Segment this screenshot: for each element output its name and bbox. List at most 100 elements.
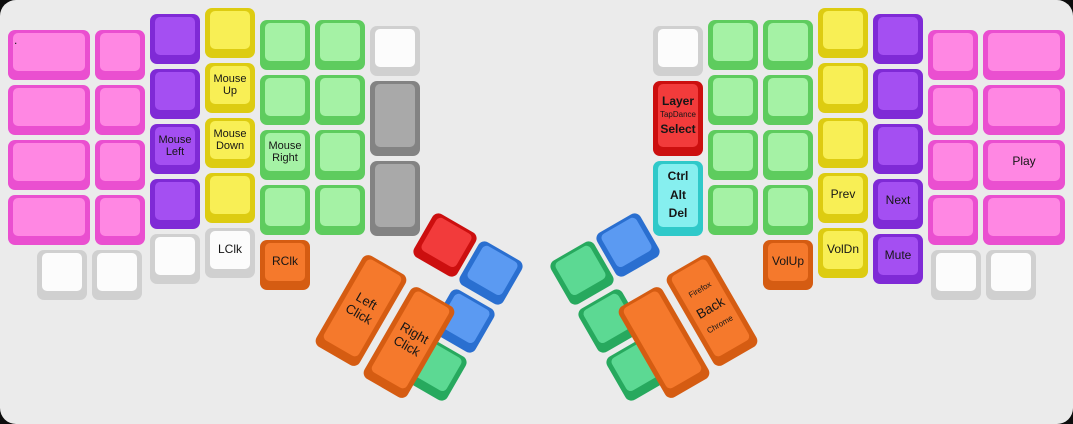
- key-left-pinky1-row1[interactable]: .: [8, 30, 90, 80]
- key-left-edge-top[interactable]: [370, 26, 420, 76]
- keycap-face: [988, 198, 1060, 236]
- key-right-edge-top[interactable]: [653, 26, 703, 76]
- key-left-inner-row1[interactable]: [315, 20, 365, 70]
- key-left-ring-row4[interactable]: [150, 179, 200, 229]
- key-right-inner-row4[interactable]: [708, 185, 758, 235]
- key-right-inner-row2[interactable]: [708, 75, 758, 125]
- key-label: Del: [668, 206, 688, 221]
- keycap-face: [100, 88, 140, 126]
- key-right-index-row3[interactable]: [763, 130, 813, 180]
- keycap-face: [100, 198, 140, 236]
- key-right-pinky1-row2[interactable]: [983, 85, 1065, 135]
- key-label: Mute: [884, 248, 912, 263]
- key-right-pinky2-row3[interactable]: [928, 140, 978, 190]
- key-right-pinky1-row4[interactable]: [983, 195, 1065, 245]
- key-label: Chrome: [705, 313, 735, 336]
- key-right-middle-row1[interactable]: [818, 8, 868, 58]
- keycap-face: [823, 66, 863, 104]
- keycap-face: [320, 188, 360, 226]
- key-left-pinky2-row3[interactable]: [95, 140, 145, 190]
- keycap-face: [465, 243, 520, 297]
- key-label: TapDance: [659, 110, 697, 120]
- key-label: Left Click: [343, 289, 380, 328]
- key-mouse-right[interactable]: Mouse Right: [260, 130, 310, 180]
- key-right-bottom-1[interactable]: [931, 250, 981, 300]
- key-left-ring-row1[interactable]: [150, 14, 200, 64]
- keycap-face: [97, 253, 137, 291]
- key-left-bottom-3[interactable]: [150, 234, 200, 284]
- key-right-middle-row3[interactable]: [818, 118, 868, 168]
- key-play[interactable]: Play: [983, 140, 1065, 190]
- keycap-face: [265, 23, 305, 61]
- key-left-bottom-2[interactable]: [92, 250, 142, 300]
- key-left-pinky1-row3[interactable]: [8, 140, 90, 190]
- key-left-edge-tall1[interactable]: [370, 81, 420, 156]
- key-volup[interactable]: VolUp: [763, 240, 813, 290]
- key-right-middle-row2[interactable]: [818, 63, 868, 113]
- key-left-inner-row2[interactable]: [315, 75, 365, 125]
- key-right-inner-row1[interactable]: [708, 20, 758, 70]
- key-left-inner-row4[interactable]: [315, 185, 365, 235]
- key-right-pinky2-row4[interactable]: [928, 195, 978, 245]
- key-left-edge-tall2[interactable]: [370, 161, 420, 236]
- keycap-face: [100, 33, 140, 71]
- key-left-pinky2-row2[interactable]: [95, 85, 145, 135]
- key-right-pinky1-row1[interactable]: [983, 30, 1065, 80]
- key-left-pinky2-row1[interactable]: [95, 30, 145, 80]
- keycap-face: [13, 143, 85, 181]
- keycap-face: [988, 33, 1060, 71]
- key-label: Right Click: [391, 318, 432, 360]
- key-rclk[interactable]: RClk: [260, 240, 310, 290]
- key-right-ring-row1[interactable]: [873, 14, 923, 64]
- key-prev[interactable]: Prev: [818, 173, 868, 223]
- keycap-face: [210, 11, 250, 49]
- keycap-face: Play: [988, 143, 1060, 181]
- key-right-inner-row3[interactable]: [708, 130, 758, 180]
- key-mouse-up[interactable]: Mouse Up: [205, 63, 255, 113]
- key-left-index-row4[interactable]: [260, 185, 310, 235]
- key-left-index-row1[interactable]: [260, 20, 310, 70]
- key-right-index-row2[interactable]: [763, 75, 813, 125]
- key-lclk[interactable]: LClk: [205, 228, 255, 278]
- key-next[interactable]: Next: [873, 179, 923, 229]
- key-left-inner-row3[interactable]: [315, 130, 365, 180]
- key-mute[interactable]: Mute: [873, 234, 923, 284]
- key-label: Firefox: [687, 279, 713, 300]
- key-right-bottom-2[interactable]: [986, 250, 1036, 300]
- key-left-middle-row1[interactable]: [205, 8, 255, 58]
- key-mouse-left[interactable]: Mouse Left: [150, 124, 200, 174]
- keycap-face: [553, 243, 608, 297]
- key-label: Alt: [670, 187, 686, 202]
- key-left-index-row2[interactable]: [260, 75, 310, 125]
- key-right-pinky2-row2[interactable]: [928, 85, 978, 135]
- key-voldn[interactable]: VolDn: [818, 228, 868, 278]
- key-label: VolDn: [826, 242, 860, 257]
- keycap-face: [933, 33, 973, 71]
- keycap-face: [878, 17, 918, 55]
- key-label: Select: [660, 121, 696, 136]
- keycap-face: [878, 72, 918, 110]
- key-left-pinky1-row2[interactable]: [8, 85, 90, 135]
- keycap-face: [713, 188, 753, 226]
- keycap-face: [823, 11, 863, 49]
- keycap-face: [658, 29, 698, 67]
- keycap-face: [320, 23, 360, 61]
- keycap-face: [599, 215, 654, 269]
- key-right-ring-row3[interactable]: [873, 124, 923, 174]
- key-left-pinky1-row4[interactable]: [8, 195, 90, 245]
- keycap-face: [933, 143, 973, 181]
- key-right-index-row4[interactable]: [763, 185, 813, 235]
- key-left-middle-row4[interactable]: [205, 173, 255, 223]
- key-right-index-row1[interactable]: [763, 20, 813, 70]
- key-mouse-down[interactable]: Mouse Down: [205, 118, 255, 168]
- key-right-pinky2-row1[interactable]: [928, 30, 978, 80]
- keycap-face: [419, 215, 474, 269]
- key-left-pinky2-row4[interactable]: [95, 195, 145, 245]
- key-left-ring-row2[interactable]: [150, 69, 200, 119]
- key-left-bottom-1[interactable]: [37, 250, 87, 300]
- key-right-ring-row2[interactable]: [873, 69, 923, 119]
- key-label: Prev: [830, 187, 856, 202]
